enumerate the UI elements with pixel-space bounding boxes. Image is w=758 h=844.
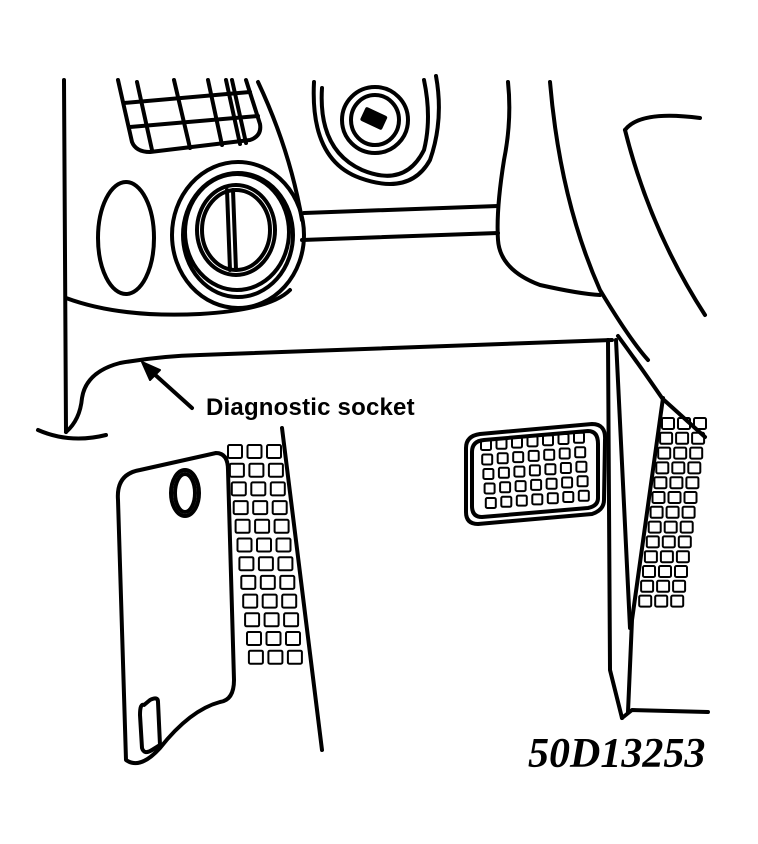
right-kick-panel xyxy=(606,334,710,720)
diagnostic-socket-label: Diagnostic socket xyxy=(206,394,415,421)
callout-arrow xyxy=(141,361,194,410)
round-knob xyxy=(170,160,306,310)
left-dash-post xyxy=(62,78,292,434)
lower-dash-edge xyxy=(36,338,614,441)
air-vent-grille xyxy=(116,78,304,222)
oval-switch-blank xyxy=(96,180,156,296)
figure-id: 50D13253 xyxy=(528,731,706,777)
steering-column-shroud xyxy=(300,80,707,362)
brake-pedal-pad xyxy=(464,422,608,526)
lower-trim-cover-panel xyxy=(115,451,236,765)
carpet-textured-area-left xyxy=(227,426,324,752)
ignition-key-cylinder xyxy=(311,74,441,186)
